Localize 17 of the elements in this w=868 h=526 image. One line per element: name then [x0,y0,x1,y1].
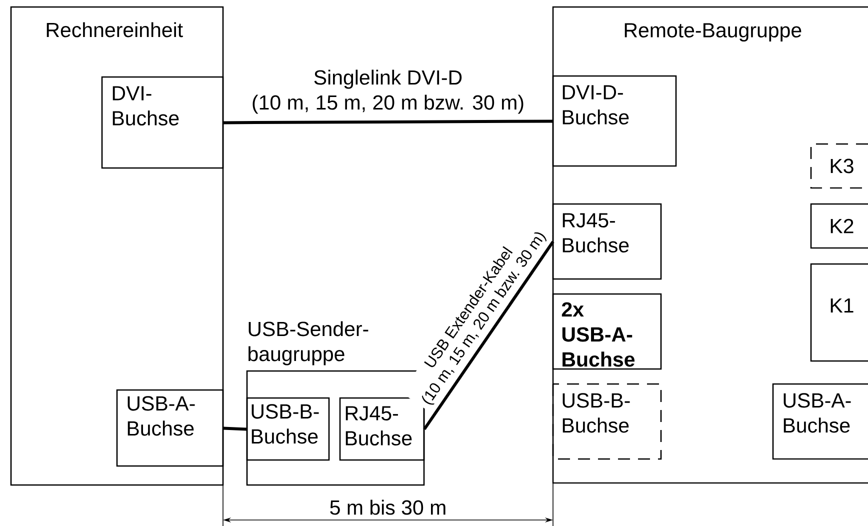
socket-box: USB-A- Buchse [772,383,868,460]
socket-box: 2x USB-A- Buchse [552,293,662,370]
cable-line [223,120,554,124]
node-label: USB-Sender- baugruppe [248,321,368,366]
socket-box: USB-B- Buchse [246,397,330,461]
component-box: K1 [810,263,868,362]
socket-box: RJ45- Buchse [552,203,662,280]
socket-box: USB-B- Buchse [552,383,662,460]
socket-box: DVI- Buchse [101,76,224,169]
edge-label: Singlelink DVI-D (10 m, 15 m, 20 m bzw. 30 m) [246,68,530,115]
component-box: K3 [810,143,868,189]
cable-line [223,426,248,431]
component-box: K2 [810,203,868,249]
cable-line [423,240,554,430]
socket-box: USB-A- Buchse [116,389,224,467]
dimension-label: 5 m bis 30 m [330,500,446,515]
socket-box: DVI-D- Buchse [552,75,677,167]
